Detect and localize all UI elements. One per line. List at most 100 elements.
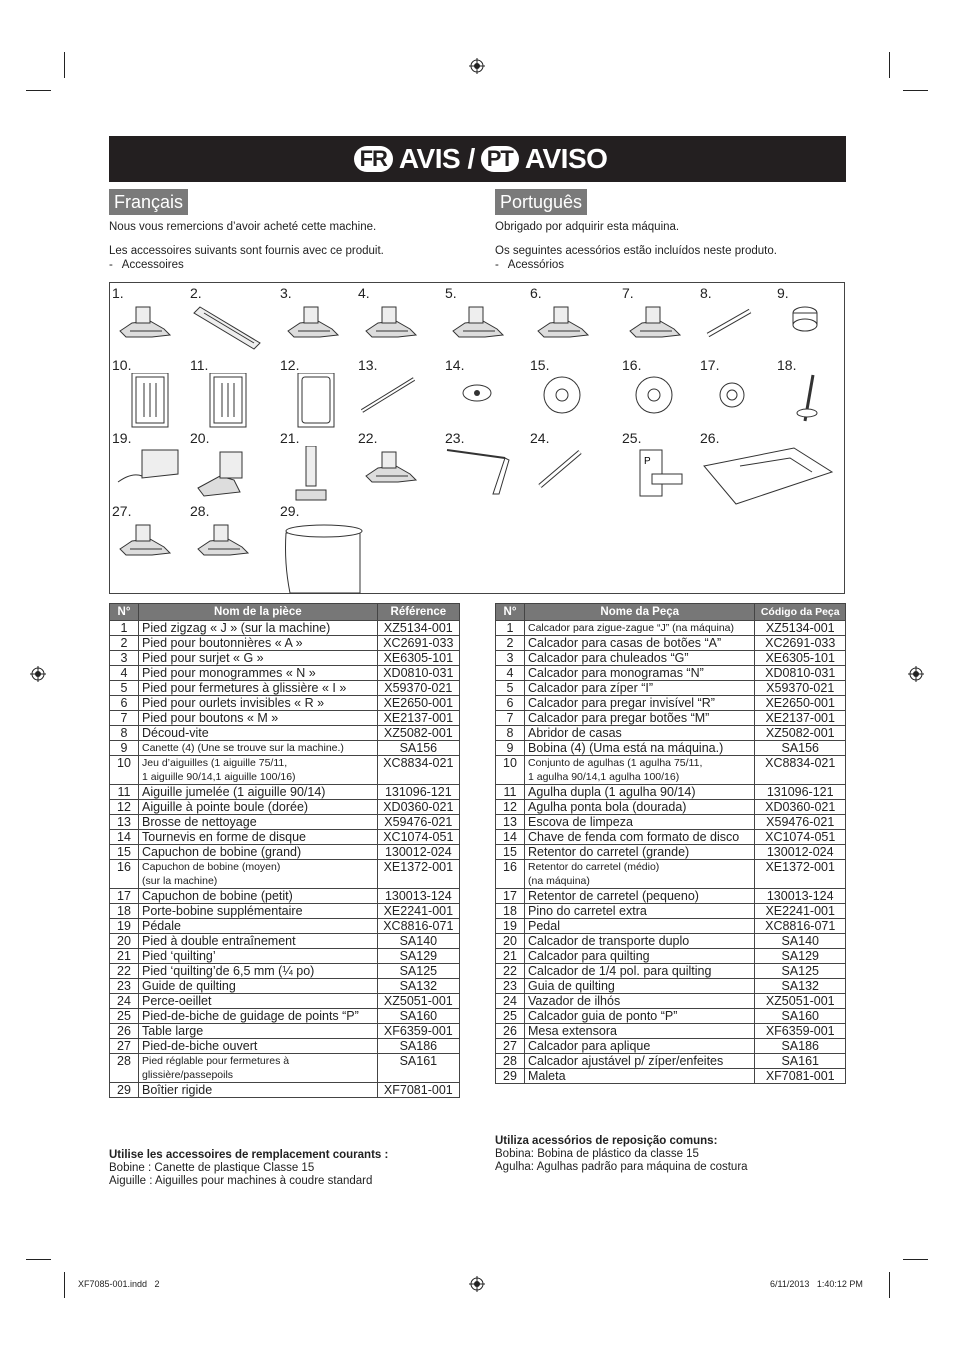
accessory-23: 23. <box>445 430 525 502</box>
accessory-3: 3. <box>280 285 360 357</box>
part-name: Calcador para casas de botões “A” <box>523 635 756 651</box>
part-reference: XE2650-001 <box>376 695 461 711</box>
part-name: Calcador para quilting <box>523 948 756 964</box>
part-reference: SA132 <box>754 978 846 994</box>
part-name: Pédale <box>138 918 378 934</box>
part-reference: X59370-021 <box>754 680 846 696</box>
part-name: Bobina (4) (Uma está na máquina.) <box>523 740 756 756</box>
accessory-22: 22. <box>358 430 438 502</box>
fr-accessories: - Accessoires <box>109 259 184 271</box>
part-number: 24 <box>495 993 525 1009</box>
part-number: 3 <box>495 650 525 666</box>
part-reference: SA160 <box>754 1008 846 1024</box>
part-name: Calcador para monogramas “N” <box>523 665 756 681</box>
part-name: Calcador para zigue-zague “J” (na máquin… <box>523 620 756 636</box>
accessory-number: 10. <box>112 357 132 373</box>
accessory-number: 5. <box>445 285 457 301</box>
col-header-code: Código da Peça <box>754 603 846 621</box>
part-number: 22 <box>495 963 525 979</box>
part-reference: 131096-121 <box>376 784 461 800</box>
col-header-name: Nom de la pièce <box>138 603 378 621</box>
part-name: Maleta <box>523 1068 756 1084</box>
accessory-number: 4. <box>358 285 370 301</box>
part-reference: XE6305-101 <box>754 650 846 666</box>
part-number: 29 <box>109 1082 139 1098</box>
part-name: Retentor do carretel (médio) (na máquina… <box>523 859 756 889</box>
fr-included: Les accessoires suivants sont fournis av… <box>109 245 384 257</box>
accessory-2: 2. <box>190 285 270 357</box>
part-number: 27 <box>109 1038 139 1054</box>
part-reference: XC8816-071 <box>376 918 461 934</box>
accessory-29: 29. <box>280 503 363 594</box>
accessory-number: 15. <box>530 357 550 373</box>
part-number: 15 <box>495 844 525 860</box>
fr-footnote-bobbin: Bobine : Canette de plastique Classe 15 <box>109 1162 315 1174</box>
part-number: 10 <box>109 755 139 785</box>
part-reference: XE6305-101 <box>376 650 461 666</box>
accessory-9: 9. <box>777 285 857 357</box>
part-number: 9 <box>109 740 139 756</box>
part-name: Guia de quilting <box>523 978 756 994</box>
part-name: Vazador de ilhós <box>523 993 756 1009</box>
col-header-reference: Référence <box>376 603 461 621</box>
part-reference: SA186 <box>376 1038 461 1054</box>
accessory-12: 12. <box>280 357 360 429</box>
part-reference: SA140 <box>376 933 461 949</box>
part-number: 2 <box>495 635 525 651</box>
accessory-19: 19. <box>112 430 192 502</box>
part-number: 1 <box>495 620 525 636</box>
accessory-6: 6. <box>530 285 610 357</box>
part-reference: SA129 <box>376 948 461 964</box>
part-reference: XZ5134-001 <box>754 620 846 636</box>
accessory-7: 7. <box>622 285 702 357</box>
part-reference: X59476-021 <box>754 814 846 830</box>
part-reference: XF6359-001 <box>376 1023 461 1039</box>
part-name: Canette (4) (Une se trouve sur la machin… <box>138 740 378 756</box>
part-reference: XZ5051-001 <box>754 993 846 1009</box>
part-reference: XE2650-001 <box>754 695 846 711</box>
part-reference: SA161 <box>376 1053 461 1083</box>
registration-mark-icon <box>908 666 924 682</box>
part-number: 14 <box>109 829 139 845</box>
accessory-number: 25. <box>622 430 642 446</box>
part-reference: SA129 <box>754 948 846 964</box>
accessory-16: 16. <box>622 357 702 429</box>
accessory-20: 20. <box>190 430 270 502</box>
print-file-info: XF7085-001.indd 2 <box>78 1279 160 1289</box>
accessories-illustration-box: 1.2.3.4.5.6.7.8.9.10.11.12.13.14.15.16.1… <box>109 282 845 594</box>
accessory-13: 13. <box>358 357 438 429</box>
part-number: 9 <box>495 740 525 756</box>
part-reference: SA186 <box>754 1038 846 1054</box>
part-reference: XE2137-001 <box>376 710 461 726</box>
accessory-number: 7. <box>622 285 634 301</box>
part-name: Calcador ajustável p/ zíper/enfeites <box>523 1053 756 1069</box>
part-name: Brosse de nettoyage <box>138 814 378 830</box>
part-reference: XE1372-001 <box>754 859 846 889</box>
accessory-18: 18. <box>777 357 857 429</box>
part-reference: XE2241-001 <box>754 903 846 919</box>
accessory-21: 21. <box>280 430 360 502</box>
accessory-number: 16. <box>622 357 642 373</box>
part-name: Pied zigzag « J » (sur la machine) <box>138 620 378 636</box>
pt-footnote: Utiliza acessórios de reposição comuns: … <box>495 1135 748 1174</box>
part-number: 19 <box>109 918 139 934</box>
accessory-27: 27. <box>112 503 192 575</box>
part-name: Pied réglable pour fermetures à glissièr… <box>138 1053 378 1083</box>
accessory-number: 24. <box>530 430 550 446</box>
part-number: 6 <box>495 695 525 711</box>
accessory-number: 18. <box>777 357 797 373</box>
heading-portugues: Português <box>495 189 588 215</box>
